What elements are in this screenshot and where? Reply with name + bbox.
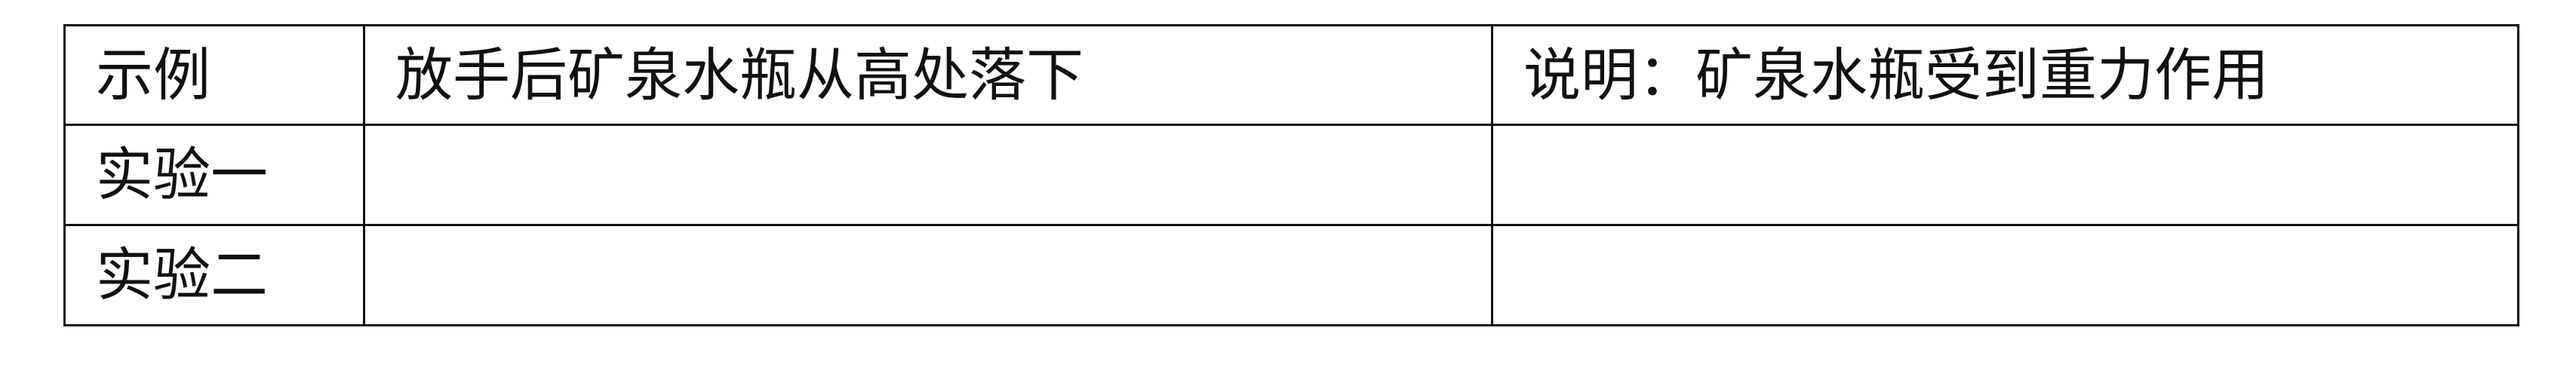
cell-experiment-2-explanation (1491, 224, 2519, 326)
cell-example-explanation: 说明：矿泉水瓶受到重力作用 (1491, 24, 2519, 126)
table-row-example: 示例 放手后矿泉水瓶从高处落下 说明：矿泉水瓶受到重力作用 (63, 24, 2519, 126)
cell-experiment-2-phenomenon (363, 224, 1493, 326)
table-row-experiment-1: 实验一 (63, 124, 2519, 226)
table-row-experiment-2: 实验二 (63, 224, 2519, 326)
cell-experiment-1-explanation (1491, 124, 2519, 226)
experiment-table: 示例 放手后矿泉水瓶从高处落下 说明：矿泉水瓶受到重力作用 实验一 实验二 (63, 24, 2519, 326)
cell-experiment-1-label: 实验一 (63, 124, 365, 226)
cell-example-phenomenon: 放手后矿泉水瓶从高处落下 (363, 24, 1493, 126)
cell-experiment-2-label: 实验二 (63, 224, 365, 326)
cell-example-label: 示例 (63, 24, 365, 126)
cell-experiment-1-phenomenon (363, 124, 1493, 226)
